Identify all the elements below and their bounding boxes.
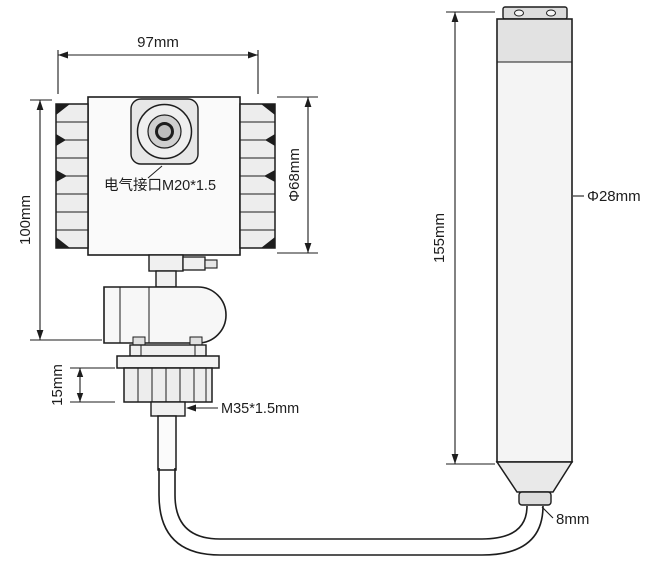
left-fin-lines [56, 121, 88, 231]
dim-probe-length-text: 155mm [431, 213, 448, 263]
transmitter-view: 电气接口M20*1.5 M35*1.5mm [55, 96, 299, 471]
dim-head-width-lines [57, 50, 259, 94]
cable-outer-edge [158, 468, 544, 556]
left-fin-shadows [56, 104, 70, 248]
probe-bottom-taper [495, 461, 574, 493]
electrical-interface-label: 电气接口M20*1.5 [104, 177, 216, 194]
process-housing-lines [119, 287, 150, 343]
cable [158, 468, 544, 556]
flange-hex-block [123, 367, 213, 403]
dim-head-height-lines [30, 99, 102, 341]
probe-view [495, 6, 574, 506]
dim-probe-length-lines [446, 11, 495, 465]
dim-head-height: 100mm [17, 99, 102, 341]
dim-head-diameter-text: Φ68mm [286, 148, 303, 202]
thread-stub [150, 401, 186, 417]
probe-cap-hole-right [546, 9, 556, 17]
dim-head-width-text: 97mm [137, 34, 179, 51]
neck-upper [148, 254, 184, 272]
thread-spec-label: M35*1.5mm [221, 401, 299, 417]
flange-collar-ticks [140, 345, 196, 356]
right-fin-shadows [261, 104, 275, 248]
probe-top-cap [502, 6, 568, 20]
dim-flange-thickness: 15mm [49, 364, 115, 406]
dim-head-diameter-lines [277, 96, 318, 254]
flange-hex-facets [137, 368, 207, 402]
dim-probe-diameter: Φ28mm [573, 188, 641, 205]
flange-plate [116, 355, 220, 369]
electrical-label-leader [147, 165, 163, 179]
probe-head-section [498, 20, 571, 62]
neck-lower [155, 270, 177, 288]
right-fin-lines [240, 121, 275, 231]
process-housing [103, 286, 227, 344]
side-fitting [182, 256, 206, 271]
dim-probe-diameter-text: Φ28mm [587, 188, 641, 205]
dim-head-diameter: Φ68mm [277, 96, 318, 254]
probe-body [496, 18, 573, 463]
stem-tube [157, 415, 177, 471]
dim-flange-thickness-text: 15mm [49, 364, 66, 406]
cable-inner-edge [174, 468, 528, 540]
dim-flange-thickness-lines [70, 367, 115, 403]
port-inner-circle [155, 122, 174, 141]
dim-cable-diameter: 8mm [541, 506, 589, 528]
dim-head-height-text: 100mm [17, 195, 34, 245]
dim-head-width: 97mm [57, 34, 259, 94]
dim-cable-diameter-leader [541, 506, 554, 519]
thread-label-arrow [186, 404, 196, 412]
dim-probe-length: 155mm [431, 11, 495, 465]
probe-cap-hole-left [514, 9, 524, 17]
probe-cable-gland [518, 491, 552, 506]
side-fitting-tab [204, 259, 218, 269]
dim-cable-diameter-text: 8mm [556, 511, 589, 528]
dim-flange-thickness-arrows [76, 368, 84, 402]
